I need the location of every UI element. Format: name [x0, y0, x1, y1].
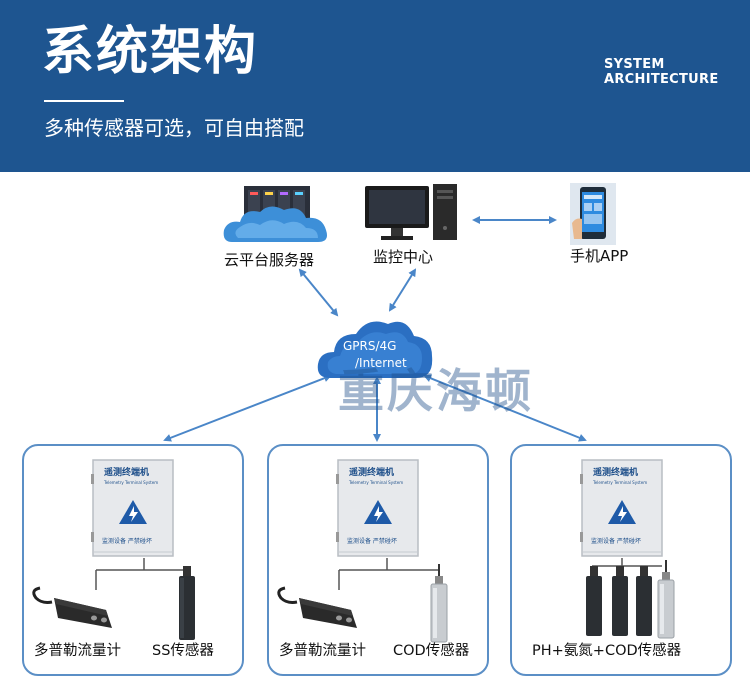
monitor-center-label: 监控中心	[373, 248, 434, 266]
sensor-group-2: 遥测终端机 Telemetry Terminal System 监测设备 严禁碰…	[267, 444, 489, 676]
page-subtitle: 多种传感器可选，可自由搭配	[44, 116, 304, 140]
doppler-flowmeter-icon	[32, 586, 112, 628]
network-cloud-icon	[317, 321, 433, 378]
title-divider	[44, 100, 124, 102]
terminal-subtitle: Telemetry Terminal System	[349, 480, 404, 485]
cable-tree	[592, 558, 662, 567]
terminal-cabinet-icon	[336, 459, 419, 557]
terminal-title: 遥测终端机	[104, 468, 150, 478]
ss-sensor-icon	[179, 566, 195, 640]
sensor-left-label: 多普勒流量计	[279, 643, 366, 659]
header-banner: 系统架构 多种传感器可选，可自由搭配 SYSTEM ARCHITECTURE	[0, 0, 750, 172]
terminal-subtitle: Telemetry Terminal System	[593, 480, 648, 485]
arrow-cloud-network	[298, 268, 339, 317]
network-label-line2: /Internet	[355, 356, 407, 370]
arrow-network-group3	[423, 374, 587, 442]
ammonia-sensor-icon	[612, 566, 628, 636]
cod-sensor-icon	[657, 560, 675, 639]
page-title: 系统架构	[42, 22, 259, 82]
cloud-server-icon	[223, 186, 327, 242]
cod-sensor-dark-icon	[636, 566, 652, 636]
english-title-line1: SYSTEM	[604, 57, 665, 72]
cod-sensor-icon	[430, 564, 448, 643]
arrow-monitor-network	[388, 268, 417, 312]
english-title: SYSTEM ARCHITECTURE	[604, 57, 719, 87]
monitor-center-icon	[365, 184, 457, 240]
arrow-network-group1	[163, 374, 332, 442]
watermark-text: 重庆海顿	[338, 364, 534, 418]
terminal-bottom-text: 监测设备 严禁碰坏	[591, 538, 641, 545]
sensor-group-3: 遥测终端机 Telemetry Terminal System 监测设备 严禁碰…	[510, 444, 732, 676]
sensor-group-1: 遥测终端机 Telemetry Terminal System 监测设备 严禁碰…	[22, 444, 244, 676]
terminal-title: 遥测终端机	[593, 468, 639, 478]
sensor-right-label: COD传感器	[393, 643, 470, 659]
cloud-server-label: 云平台服务器	[224, 251, 315, 269]
terminal-cabinet-icon	[91, 459, 174, 557]
terminal-title: 遥测终端机	[349, 468, 395, 478]
sensor-left-label: 多普勒流量计	[34, 643, 121, 659]
network-label-line1: GPRS/4G	[343, 339, 397, 353]
terminal-cabinet-icon	[580, 459, 663, 557]
group-label: PH+氨氮+COD传感器	[532, 643, 682, 659]
terminal-subtitle: Telemetry Terminal System	[104, 480, 159, 485]
terminal-bottom-text: 监测设备 严禁碰坏	[102, 538, 152, 545]
doppler-flowmeter-icon	[277, 586, 357, 628]
english-title-line2: ARCHITECTURE	[604, 72, 719, 87]
terminal-bottom-text: 监测设备 严禁碰坏	[347, 538, 397, 545]
sensor-right-label: SS传感器	[152, 643, 214, 659]
phone-icon	[570, 183, 616, 245]
mobile-app-label: 手机APP	[570, 247, 629, 265]
ph-sensor-icon	[586, 566, 602, 636]
